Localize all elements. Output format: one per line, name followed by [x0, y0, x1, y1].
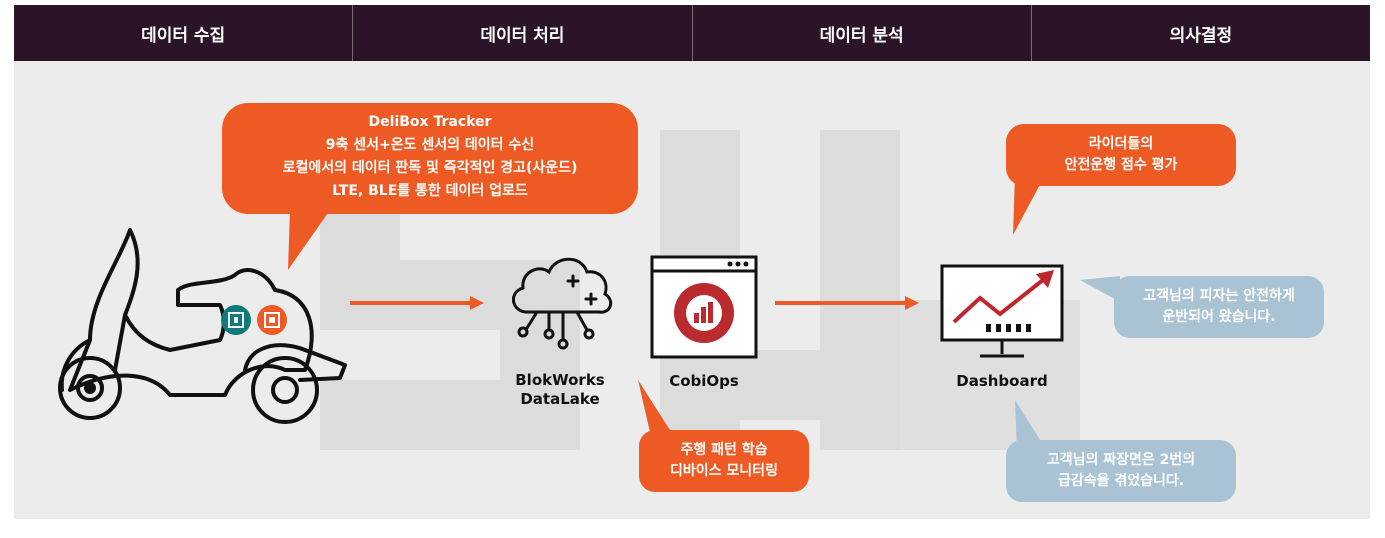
learning-line: 주행 패턴 학습 — [680, 442, 768, 458]
arrow-right-icon — [350, 296, 484, 310]
cobiops-label: CobiOps — [669, 372, 739, 390]
jjajang-line: 급감속을 겪었습니다. — [1057, 473, 1185, 489]
rider-line: 안전운행 점수 평가 — [1064, 157, 1178, 173]
tracker-line: 9축 센서+온도 센서의 데이터 수신 — [325, 137, 535, 153]
learning-callout: 주행 패턴 학습 디바이스 모니터링 — [639, 430, 809, 492]
tracker-callout-tail — [288, 210, 330, 270]
jjajang-line: 고객님의 짜장면은 2번의 — [1046, 452, 1196, 468]
monitor-chart-icon — [940, 264, 1064, 358]
rider-callout-tail — [1013, 175, 1045, 235]
rider-callout: 라이더들의 안전운행 점수 평가 — [1006, 124, 1236, 186]
pizza-line: 운반되어 왔습니다. — [1162, 309, 1276, 325]
stage-process: 데이터 처리 — [352, 5, 691, 61]
learning-line: 디바이스 모니터링 — [670, 463, 778, 479]
dashboard-label: Dashboard — [956, 372, 1048, 390]
jjajang-callout: 고객님의 짜장면은 2번의 급감속을 겪었습니다. — [1006, 440, 1236, 502]
datalake-line: BlokWorks — [515, 371, 605, 389]
datalake-line: DataLake — [520, 390, 600, 408]
stage-collect: 데이터 수집 — [141, 25, 226, 46]
cloud-network-icon — [512, 257, 613, 350]
stage-header: 데이터 수집 데이터 처리 데이터 분석 의사결정 — [14, 5, 1370, 61]
stage-decide: 의사결정 — [1030, 5, 1370, 61]
scooter-icon — [58, 228, 347, 424]
tracker-line: LTE, BLE를 통한 데이터 업로드 — [332, 183, 528, 199]
datalake-label: BlokWorks DataLake — [500, 371, 620, 409]
chip-icon — [221, 305, 287, 335]
learning-callout-tail — [638, 380, 670, 432]
pizza-callout: 고객님의 피자는 안전하게 운반되어 왔습니다. — [1114, 276, 1324, 338]
tracker-callout: DeliBox Tracker 9축 센서+온도 센서의 데이터 수신 로컬에서… — [222, 103, 638, 214]
tracker-title: DeliBox Tracker — [368, 114, 492, 130]
pizza-callout-tail — [1080, 276, 1120, 302]
stage-analyze: 데이터 분석 — [691, 5, 1031, 61]
app-window-icon — [650, 255, 758, 359]
pizza-line: 고객님의 피자는 안전하게 — [1143, 288, 1295, 304]
arrow-right-icon — [775, 296, 919, 310]
tracker-line: 로컬에서의 데이터 판독 및 즉각적인 경고(사운드) — [282, 160, 578, 176]
rider-line: 라이더들의 — [1088, 136, 1154, 152]
